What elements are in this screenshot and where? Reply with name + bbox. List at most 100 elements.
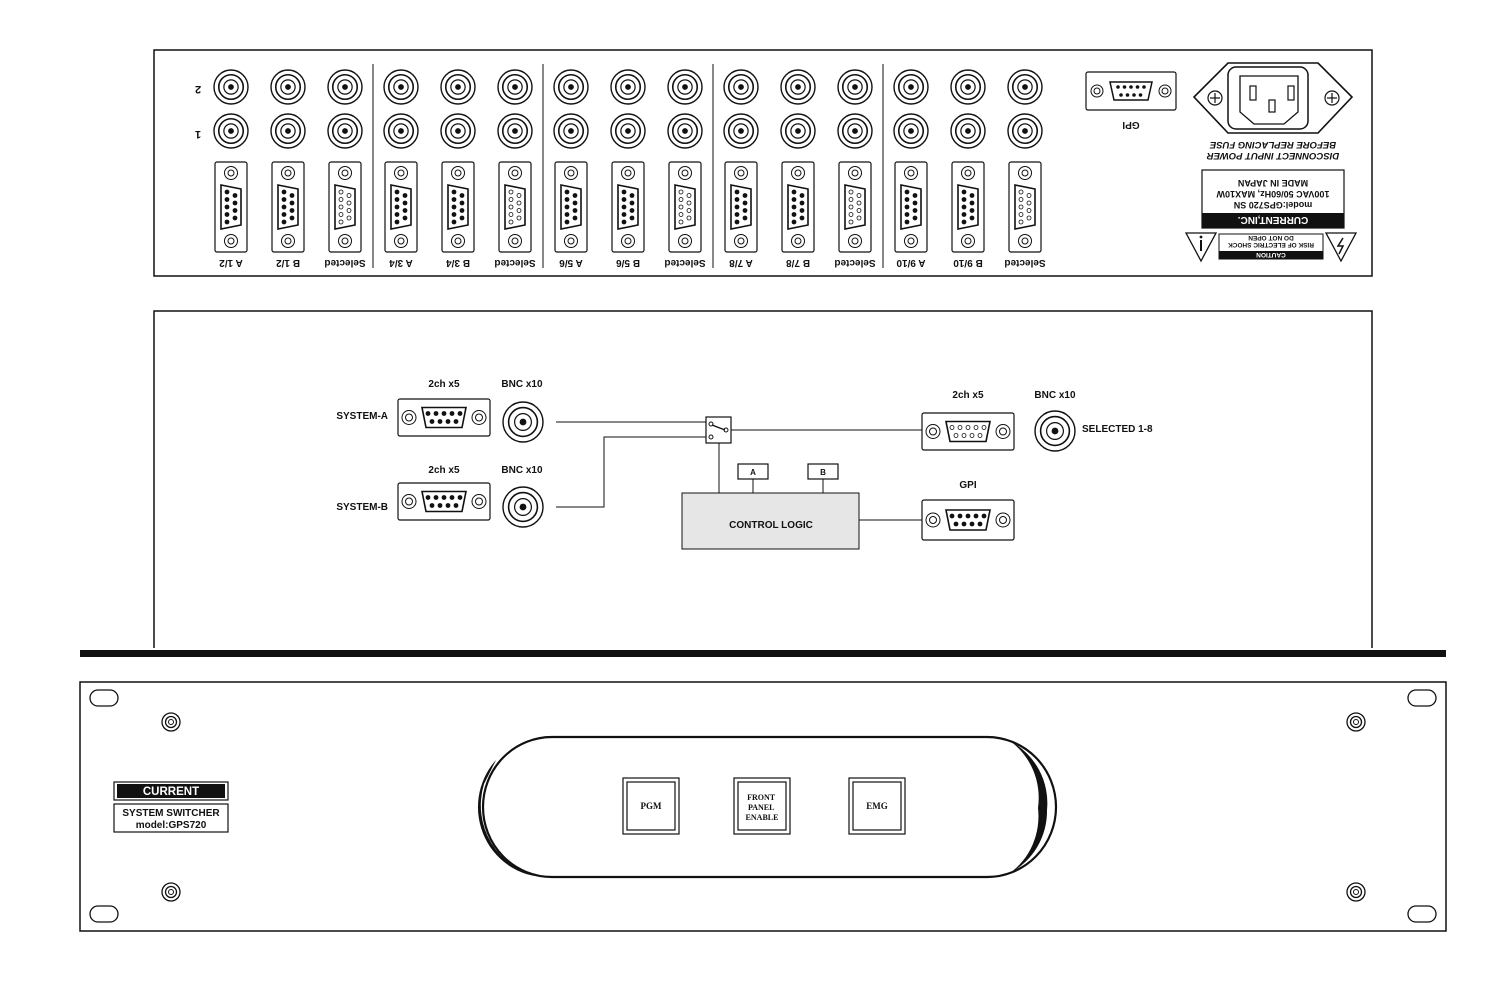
- screw-icon: [161, 712, 181, 732]
- bnc-connector[interactable]: [497, 113, 533, 149]
- bnc-connector[interactable]: [893, 69, 929, 105]
- system-b-bnc-label: BNC x10: [501, 465, 543, 476]
- system-b-connector-label: 2ch x5: [428, 465, 460, 476]
- rear-connector-column: Selected: [1004, 69, 1046, 268]
- bnc-connector[interactable]: [553, 69, 589, 105]
- rack-mount-slot: [89, 905, 119, 923]
- bnc-connector[interactable]: [502, 401, 544, 443]
- bnc-connector[interactable]: [837, 69, 873, 105]
- bnc-connector[interactable]: [723, 113, 759, 149]
- bnc-connector[interactable]: [893, 113, 929, 149]
- dsub-connector[interactable]: [668, 161, 702, 253]
- rear-column-label: Selected: [324, 257, 365, 268]
- dsub-connector[interactable]: [214, 161, 248, 253]
- screw-icon: [1346, 712, 1366, 732]
- dsub-connector[interactable]: [271, 161, 305, 253]
- dsub-connector[interactable]: [498, 161, 532, 253]
- bnc-connector[interactable]: [780, 113, 816, 149]
- front-panel-enable-label: FRONT PANEL ENABLE: [746, 793, 779, 822]
- emg-button[interactable]: EMG: [848, 777, 906, 835]
- bnc-connector[interactable]: [1007, 113, 1043, 149]
- rear-column-label: B 7/8: [786, 257, 810, 268]
- bnc-connector[interactable]: [667, 69, 703, 105]
- dsub-connector[interactable]: [1008, 161, 1042, 253]
- screw-icon: [161, 882, 181, 902]
- bnc-connector[interactable]: [950, 113, 986, 149]
- dsub-connector[interactable]: [894, 161, 928, 253]
- dsub-connector[interactable]: [611, 161, 645, 253]
- dsub-connector-shape: [397, 482, 491, 521]
- caution-line: RISK OF ELECTRIC SHOCK: [1228, 241, 1314, 248]
- dsub-connector-shape: [921, 412, 1015, 451]
- rear-column-label: A 7/8: [729, 257, 753, 268]
- front-panel-enable-button[interactable]: FRONT PANEL ENABLE: [733, 777, 791, 835]
- dsub-connector[interactable]: [328, 161, 362, 253]
- bnc-connector[interactable]: [502, 486, 544, 528]
- caution-line: DO NOT OPEN: [1248, 234, 1294, 241]
- bnc-connector[interactable]: [553, 113, 589, 149]
- bnc-connector[interactable]: [383, 113, 419, 149]
- rear-column-label: Selected: [664, 257, 705, 268]
- input-b-label: B: [820, 468, 826, 477]
- bnc-connector[interactable]: [610, 69, 646, 105]
- rear-connector-column: Selected: [834, 69, 876, 268]
- rear-connector-column: A 5/6: [553, 69, 589, 268]
- bnc-connector[interactable]: [327, 69, 363, 105]
- input-b-box: B: [807, 463, 839, 480]
- bnc-connector[interactable]: [780, 69, 816, 105]
- bnc-connector[interactable]: [1007, 69, 1043, 105]
- dsub-connector[interactable]: [554, 161, 588, 253]
- bnc-connector[interactable]: [723, 69, 759, 105]
- rear-column-label: B 9/10: [953, 257, 983, 268]
- rear-connector-column: A 7/8: [723, 69, 759, 268]
- rack-mount-slot: [1407, 689, 1437, 707]
- fuse-warning-line: DISCONNECT INPUT POWER: [1207, 150, 1340, 161]
- bnc-connector[interactable]: [1034, 410, 1076, 452]
- bnc-connector[interactable]: [837, 113, 873, 149]
- control-logic-block: [681, 492, 860, 550]
- bnc-connector[interactable]: [383, 69, 419, 105]
- product-name: SYSTEM SWITCHER: [122, 808, 220, 819]
- dsub-connector[interactable]: [781, 161, 815, 253]
- bnc-connector[interactable]: [270, 69, 306, 105]
- bnc-connector[interactable]: [270, 113, 306, 149]
- bnc-connector[interactable]: [213, 113, 249, 149]
- dsub-connector-shape: [921, 499, 1015, 541]
- bnc-connector[interactable]: [440, 69, 476, 105]
- control-input-lines: [752, 479, 824, 493]
- bnc-connector[interactable]: [497, 69, 533, 105]
- oval-shadow-right: [1010, 741, 1048, 873]
- electric-shock-warning-icon: [1324, 232, 1358, 263]
- gpi-label: GPI: [1122, 119, 1139, 130]
- dsub-connector-shape: [397, 398, 491, 437]
- bnc-connector[interactable]: [667, 113, 703, 149]
- pgm-button-label: PGM: [641, 801, 662, 811]
- dsub-connector[interactable]: [724, 161, 758, 253]
- rear-column-label: Selected: [834, 257, 875, 268]
- rear-connector-column: B 1/2: [270, 69, 306, 268]
- dsub-connector[interactable]: [384, 161, 418, 253]
- rear-column-label: Selected: [1004, 257, 1045, 268]
- screw-icon: [1346, 882, 1366, 902]
- dsub-connector[interactable]: [951, 161, 985, 253]
- bnc-connector[interactable]: [327, 113, 363, 149]
- brand-badge: CURRENT SYSTEM SWITCHER model:GPS720: [113, 781, 229, 833]
- model-name: model:GPS720: [136, 820, 207, 831]
- pgm-button[interactable]: PGM: [622, 777, 680, 835]
- bnc-row-label: 2: [195, 83, 201, 95]
- rear-column-label: A 3/4: [389, 257, 413, 268]
- ac-power-inlet[interactable]: [1192, 62, 1354, 134]
- rear-connector-column: Selected: [664, 69, 706, 268]
- rear-connector-column: Selected: [324, 69, 366, 268]
- dsub-connector[interactable]: [838, 161, 872, 253]
- bnc-connector[interactable]: [213, 69, 249, 105]
- bnc-connector[interactable]: [950, 69, 986, 105]
- bnc-connector[interactable]: [440, 113, 476, 149]
- rear-column-label: A 1/2: [219, 257, 243, 268]
- bnc-connector[interactable]: [610, 113, 646, 149]
- section-separator: [80, 650, 1446, 657]
- dsub-connector[interactable]: [441, 161, 475, 253]
- system-a-connector-label: 2ch x5: [428, 379, 460, 390]
- gpi-connector[interactable]: [1085, 71, 1177, 111]
